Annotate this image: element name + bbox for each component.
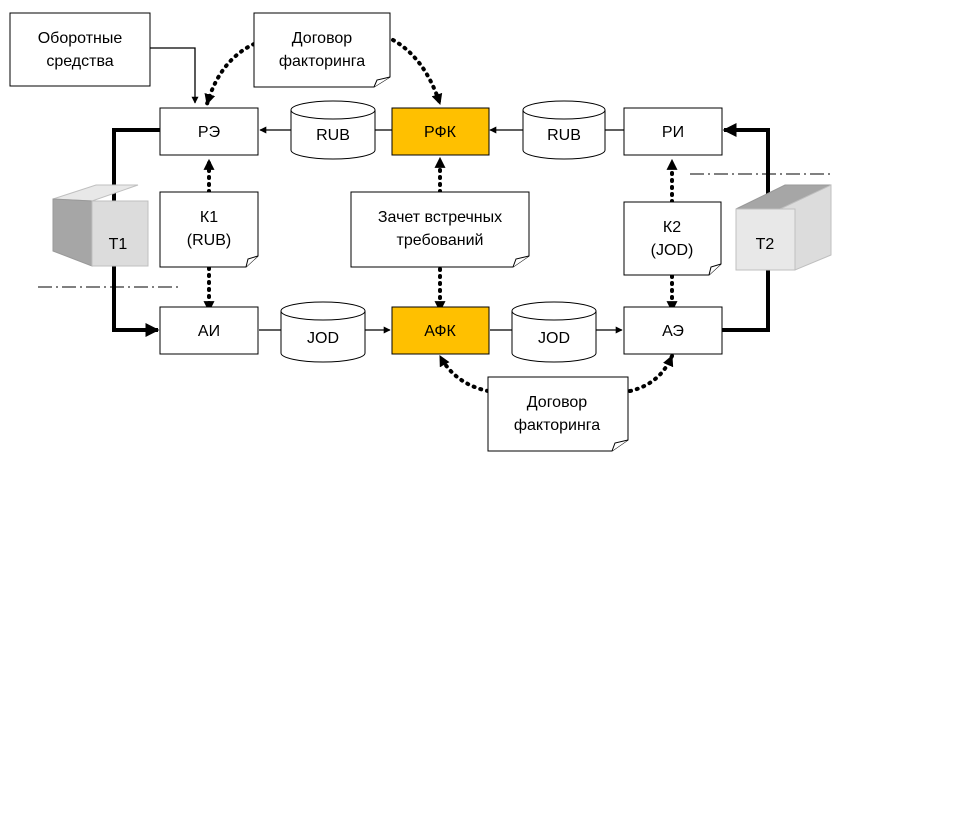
note-factoring-bottom: Договор факторинга xyxy=(487,376,629,452)
node-ae-label: АЭ xyxy=(662,323,684,340)
netting-line-1: Зачет встречных xyxy=(378,209,502,226)
working-capital-line-2: средства xyxy=(46,53,113,70)
cylinder-jod-right-label: JOD xyxy=(538,330,570,347)
terminal-t1-side xyxy=(52,198,93,267)
node-ri-label: РИ xyxy=(662,124,684,141)
node-ai: АИ xyxy=(159,306,259,355)
terminal-t1-top xyxy=(52,184,139,202)
node-ri: РИ xyxy=(623,107,723,156)
note-factoring-top: Договор факторинга xyxy=(253,12,391,88)
node-ae: АЭ xyxy=(623,306,723,355)
arrow-working-capital xyxy=(150,47,199,104)
terminal-t1-front xyxy=(91,200,149,267)
node-re-label: РЭ xyxy=(198,124,220,141)
node-rfk: РФК xyxy=(391,107,490,156)
note-k1: К1 (RUB) xyxy=(159,191,259,268)
dotted-factoring-top-right xyxy=(391,38,443,106)
k2-line-1: К2 xyxy=(663,219,681,236)
cylinder-rub-left: RUB xyxy=(290,100,376,160)
cylinder-rub-right: RUB xyxy=(522,100,606,160)
dotted-factoring-top-left xyxy=(204,42,256,106)
terminal-t2: T2 xyxy=(735,184,832,271)
terminal-t2-front xyxy=(735,208,796,271)
node-ai-label: АИ xyxy=(198,323,220,340)
node-afk: АФК xyxy=(391,306,490,355)
dotted-factoring-bottom-left xyxy=(438,354,490,393)
factoring-top-line-2: факторинга xyxy=(279,53,365,70)
terminal-t2-label: T2 xyxy=(756,236,775,253)
factoring-bottom-line-2: факторинга xyxy=(514,417,600,434)
k1-line-2: (RUB) xyxy=(187,232,231,249)
k1-line-1: К1 xyxy=(200,209,218,226)
terminal-t1-label: T1 xyxy=(109,236,128,253)
note-netting: Зачет встречных требований xyxy=(350,191,530,268)
note-k2: К2 (JOD) xyxy=(623,201,722,276)
node-re: РЭ xyxy=(159,107,259,156)
cylinder-jod-right: JOD xyxy=(511,301,597,363)
cylinder-jod-left: JOD xyxy=(280,301,366,363)
netting-line-2: требований xyxy=(397,232,484,249)
terminal-t1: T1 xyxy=(52,184,149,267)
factoring-top-line-1: Договор xyxy=(292,30,353,47)
cylinder-jod-left-label: JOD xyxy=(307,330,339,347)
cylinder-rub-right-label: RUB xyxy=(547,127,581,144)
working-capital-line-1: Оборотные xyxy=(38,30,123,47)
dotted-factoring-bottom-right xyxy=(628,354,674,393)
factoring-bottom-line-1: Договор xyxy=(527,394,588,411)
cylinder-rub-left-label: RUB xyxy=(316,127,350,144)
node-afk-label: АФК xyxy=(424,323,456,340)
note-working-capital: Оборотные средства xyxy=(9,12,151,87)
k2-line-2: (JOD) xyxy=(651,242,694,259)
node-rfk-label: РФК xyxy=(424,124,457,141)
